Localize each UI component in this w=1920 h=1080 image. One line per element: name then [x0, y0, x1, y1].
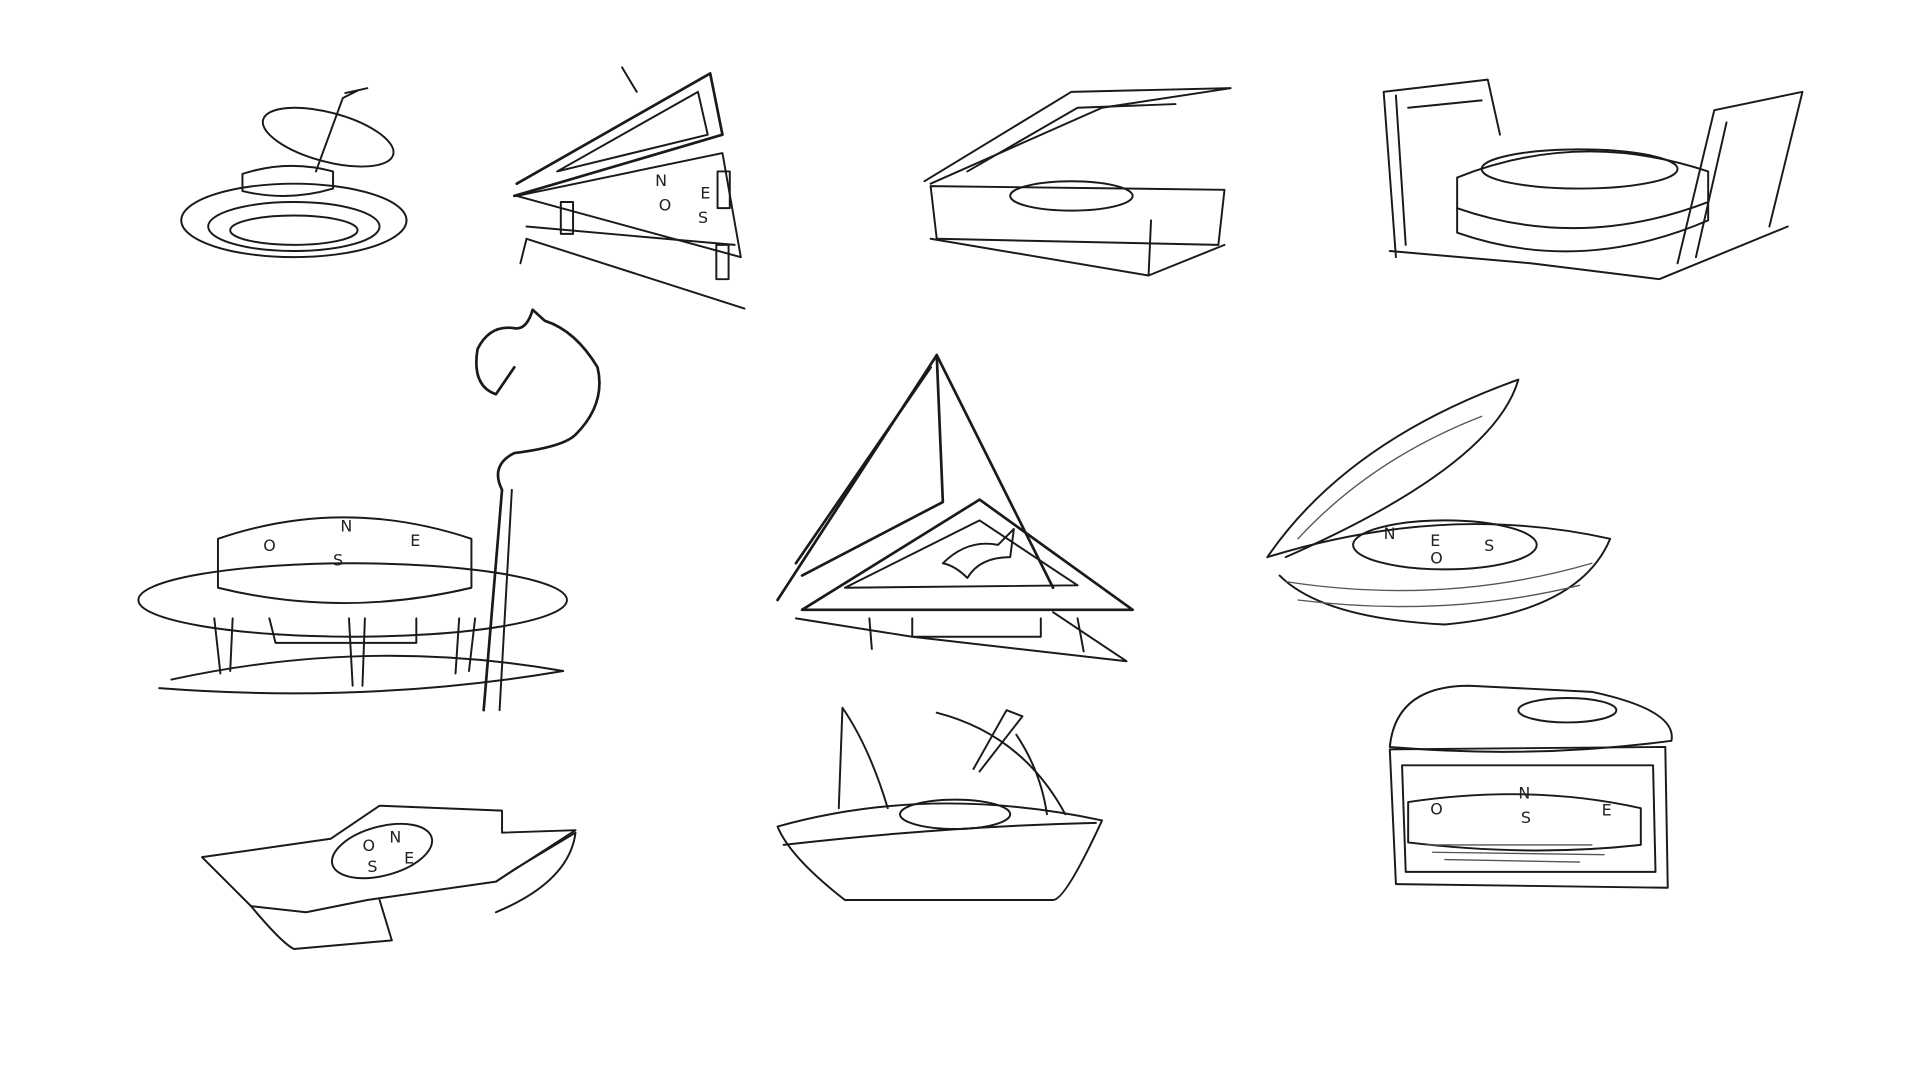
letter-s: S [698, 208, 708, 227]
sketch-spiral-compass [180, 87, 408, 259]
sketch-flat-box-compass [923, 87, 1232, 277]
letter-e: E [1602, 801, 1612, 820]
letter-s: S [333, 551, 343, 570]
sketch-clam-compass: N E O S [1266, 378, 1612, 626]
letter-o: O [362, 836, 375, 855]
sketch-triangle-lid-compass: N O E S [512, 66, 746, 310]
letter-n: N [1518, 783, 1530, 802]
letter-s: S [1484, 536, 1494, 555]
letter-e: E [404, 848, 414, 867]
letter-n: N [389, 827, 401, 846]
letter-o: O [263, 536, 276, 555]
sketch-cross-compass: N O S E [201, 804, 577, 950]
letter-o: O [1430, 548, 1443, 567]
letter-e: E [1430, 531, 1440, 550]
sketch-frame-compass [1382, 78, 1804, 281]
letter-n: N [1384, 524, 1396, 543]
letter-o: O [659, 196, 672, 215]
sketch-boat-sail-compass [776, 706, 1104, 901]
letter-s: S [367, 857, 377, 876]
sketch-tin-lid-compass: O N S E [1388, 684, 1673, 889]
letter-o: O [1430, 799, 1443, 818]
sketch-tent-bird-compass [776, 353, 1134, 663]
letter-s: S [1521, 808, 1531, 827]
sketch-horse-head-table-compass: O N E S [137, 308, 601, 712]
letter-e: E [410, 531, 420, 550]
letter-n: N [340, 516, 352, 535]
letter-n: N [655, 171, 667, 190]
letter-e: E [700, 183, 710, 202]
